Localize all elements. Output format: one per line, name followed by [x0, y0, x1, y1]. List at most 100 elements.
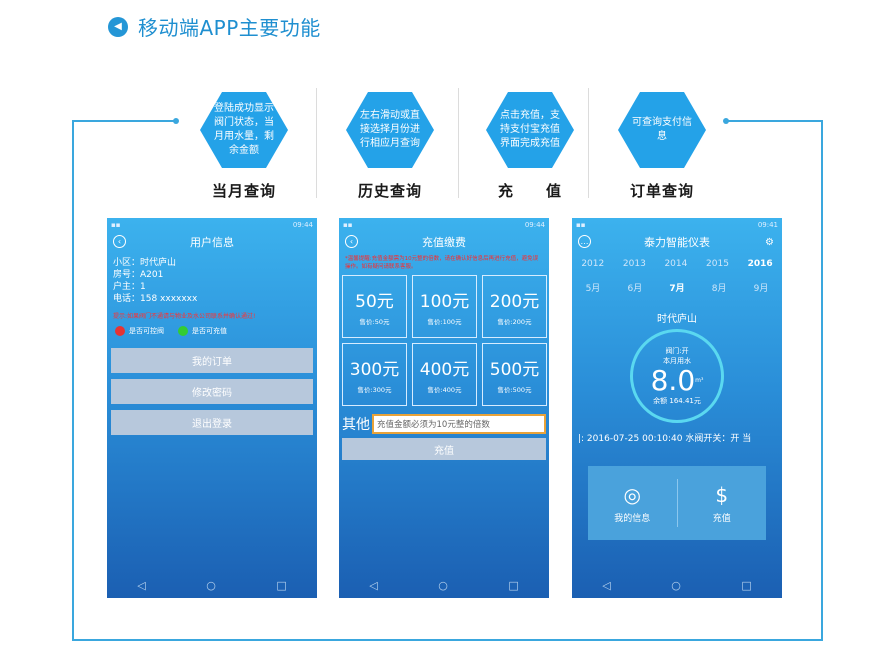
screen-title: 充值缴费 [422, 236, 466, 249]
status-bar: ▪▪ 09:44 [339, 218, 549, 231]
logout-button[interactable]: 退出登录 [111, 410, 313, 435]
feature-order-query: 可查询支付信息 订单查询 [592, 92, 732, 201]
amount-grid: 50元售价:50元 100元售价:100元 200元售价:200元 300元售价… [339, 273, 549, 408]
feature-label: 充 值 [497, 182, 562, 200]
month-5[interactable]: 5月 [585, 284, 601, 294]
legend-valve: 是否可控阀 [115, 326, 164, 336]
app-bar: ‹ 充值缴费 [339, 231, 549, 253]
month-8[interactable]: 8月 [711, 284, 727, 294]
nav-bar: ◁ ○ □ [107, 579, 317, 592]
nav-back-icon[interactable]: ◁ [369, 579, 378, 592]
screen-title: 用户信息 [190, 236, 234, 249]
phone-user-info: ▪▪ 09:44 ‹ 用户信息 小区：时代庐山 房号：A201 户主：1 电话：… [107, 218, 317, 598]
page-title: 移动端APP主要功能 [138, 16, 321, 40]
month-7[interactable]: 7月 [669, 284, 685, 294]
frame [72, 120, 823, 641]
nav-back-icon[interactable]: ◁ [137, 579, 146, 592]
month-9[interactable]: 9月 [753, 284, 769, 294]
back-icon[interactable]: ‹ [345, 235, 358, 248]
feature-desc: 左右滑动或直接选择月份进行相应月查询 [346, 92, 434, 168]
divider [458, 88, 459, 198]
status-ticker: |: 2016-07-25 00:10:40 水阀开关：开 当 [578, 434, 752, 444]
nav-home-icon[interactable]: ○ [671, 579, 681, 592]
signal-icon: ▪▪ [576, 220, 586, 229]
frame-top-right [727, 120, 823, 122]
nav-home-icon[interactable]: ○ [206, 579, 216, 592]
red-dot-icon [115, 326, 125, 336]
recharge-panel-button[interactable]: $ 充值 [678, 483, 767, 524]
status-time: 09:44 [524, 220, 545, 229]
usage-value: 8.0m³ [650, 364, 704, 397]
dollar-icon: $ [715, 482, 729, 507]
amount-option-200[interactable]: 200元售价:200元 [482, 275, 547, 338]
info-community: 小区：时代庐山 [113, 258, 177, 268]
amount-option-100[interactable]: 100元售价:100元 [412, 275, 477, 338]
screen-title: 泰力智能仪表 [644, 236, 710, 249]
phone-meter: ▪▪ 09:41 … 泰力智能仪表 ⚙ 2012 2013 2014 2015 … [572, 218, 782, 598]
amount-option-400[interactable]: 400元售价:400元 [412, 343, 477, 406]
action-panel: ◎ 我的信息 $ 充值 [588, 466, 766, 540]
my-info-button[interactable]: ◎ 我的信息 [588, 483, 677, 524]
back-circle-icon: ◀ [108, 16, 128, 37]
nav-recent-icon[interactable]: □ [276, 579, 287, 592]
usage-gauge: 阀门:开 本月用水 8.0m³ 余额 164.41元 [630, 329, 724, 423]
status-bar: ▪▪ 09:44 [107, 218, 317, 231]
year-2013[interactable]: 2013 [622, 259, 646, 269]
panel-divider [676, 479, 678, 527]
nav-home-icon[interactable]: ○ [438, 579, 448, 592]
divider [316, 88, 317, 198]
connector-dot-right [723, 118, 729, 124]
legend-recharge: 是否可充值 [178, 326, 227, 336]
info-room: 房号：A201 [113, 270, 164, 280]
back-icon[interactable]: ‹ [113, 235, 126, 248]
other-amount-input[interactable]: 充值金额必须为10元整的倍数 [372, 414, 546, 434]
nav-recent-icon[interactable]: □ [508, 579, 519, 592]
status-bar: ▪▪ 09:41 [572, 218, 782, 231]
info-phone: 电话：158 xxxxxxx [113, 294, 198, 304]
amount-option-50[interactable]: 50元售价:50元 [342, 275, 407, 338]
year-2016[interactable]: 2016 [747, 259, 773, 269]
feature-label: 历史查询 [357, 182, 422, 200]
year-2015[interactable]: 2015 [706, 259, 729, 269]
feature-label: 当月查询 [211, 182, 276, 200]
year-selector: 2012 2013 2014 2015 2016 [572, 253, 782, 275]
nav-recent-icon[interactable]: □ [741, 579, 752, 592]
status-time: 09:41 [757, 220, 778, 229]
chat-icon[interactable]: … [578, 235, 591, 248]
balance: 余额 164.41元 [653, 397, 701, 405]
connector-dot-left [173, 118, 179, 124]
divider [588, 88, 589, 198]
my-orders-button[interactable]: 我的订单 [111, 348, 313, 373]
valve-status: 阀门:开 [665, 347, 689, 355]
app-bar: … 泰力智能仪表 ⚙ [572, 231, 782, 253]
feature-desc: 可查询支付信息 [618, 92, 706, 168]
feature-desc: 登陆成功显示阀门状态，当月用水量，剩余金额 [200, 92, 288, 168]
feature-recharge: 点击充值，支持支付宝充值界面完成充值 充 值 [460, 92, 600, 201]
frame-top-left [72, 120, 175, 122]
app-bar: ‹ 用户信息 [107, 231, 317, 253]
feature-monthly-query: 登陆成功显示阀门状态，当月用水量，剩余金额 当月查询 [174, 92, 314, 201]
green-dot-icon [178, 326, 188, 336]
other-label: 其他 [342, 417, 370, 433]
nav-back-icon[interactable]: ◁ [602, 579, 611, 592]
nav-bar: ◁ ○ □ [572, 579, 782, 592]
month-6[interactable]: 6月 [627, 284, 643, 294]
settings-icon[interactable]: ⚙ [765, 236, 774, 248]
warning-text: *温馨提醒:充值金额需为10元整的倍数，请在确认好信息后再进行充值，避免误操作。… [345, 256, 539, 270]
recharge-button[interactable]: 充值 [342, 438, 546, 460]
signal-icon: ▪▪ [343, 220, 353, 229]
year-2014[interactable]: 2014 [664, 259, 688, 269]
feature-desc: 点击充值，支持支付宝充值界面完成充值 [486, 92, 574, 168]
year-2012[interactable]: 2012 [581, 259, 605, 269]
status-legend: 是否可控阀 是否可充值 [107, 320, 317, 342]
feature-label: 订单查询 [629, 182, 694, 200]
community-name: 时代庐山 [657, 314, 697, 325]
signal-icon: ▪▪ [111, 220, 121, 229]
status-time: 09:44 [292, 220, 313, 229]
info-owner: 户主：1 [113, 282, 146, 292]
amount-option-500[interactable]: 500元售价:500元 [482, 343, 547, 406]
user-info: 小区：时代庐山 房号：A201 户主：1 电话：158 xxxxxxx [107, 253, 317, 309]
amount-option-300[interactable]: 300元售价:300元 [342, 343, 407, 406]
usage-label: 本月用水 [663, 357, 691, 365]
change-password-button[interactable]: 修改密码 [111, 379, 313, 404]
